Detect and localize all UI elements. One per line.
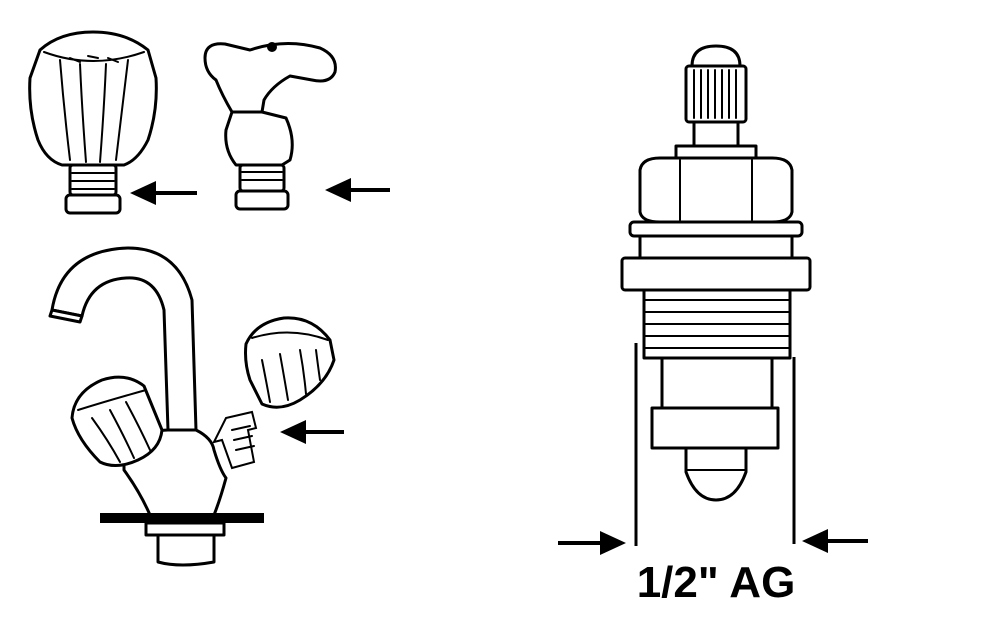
mixer-faucet-icon xyxy=(48,246,336,567)
arrow-left-icon xyxy=(280,420,344,444)
dimension-label: 1/2" AG xyxy=(637,558,796,607)
dimension-marker xyxy=(634,343,796,546)
arrow-left-icon xyxy=(325,178,390,202)
arrow-left-icon xyxy=(130,181,197,205)
arrow-left-icon xyxy=(802,529,868,553)
lever-handle-icon xyxy=(203,41,337,211)
arrow-right-icon xyxy=(558,531,626,555)
valve-cartridge-icon xyxy=(620,44,812,502)
faucet-knob-icon xyxy=(28,30,158,215)
